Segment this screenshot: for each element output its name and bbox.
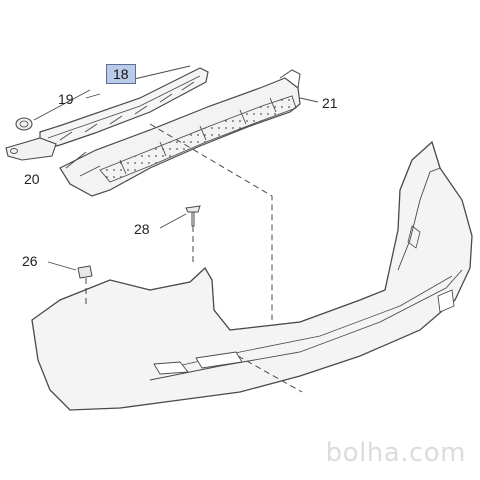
- reinforcement-bar-part: [59, 69, 301, 197]
- retainer-clip-part: [77, 265, 93, 279]
- callout-18: 18: [106, 64, 136, 84]
- callout-26: 26: [22, 253, 38, 269]
- push-pin-part: [185, 205, 201, 227]
- callout-20: 20: [24, 171, 40, 187]
- plug-cap-part: [15, 117, 33, 131]
- leader-lines: [33, 65, 319, 271]
- callout-21: 21: [322, 95, 338, 111]
- watermark-text: bolha.com: [325, 438, 466, 468]
- bracket-left-part: [5, 137, 57, 161]
- callout-19: 19: [58, 91, 74, 107]
- callout-28: 28: [134, 221, 150, 237]
- bumper-cover-part: [31, 140, 473, 411]
- assembly-dashed-lines: [85, 123, 303, 393]
